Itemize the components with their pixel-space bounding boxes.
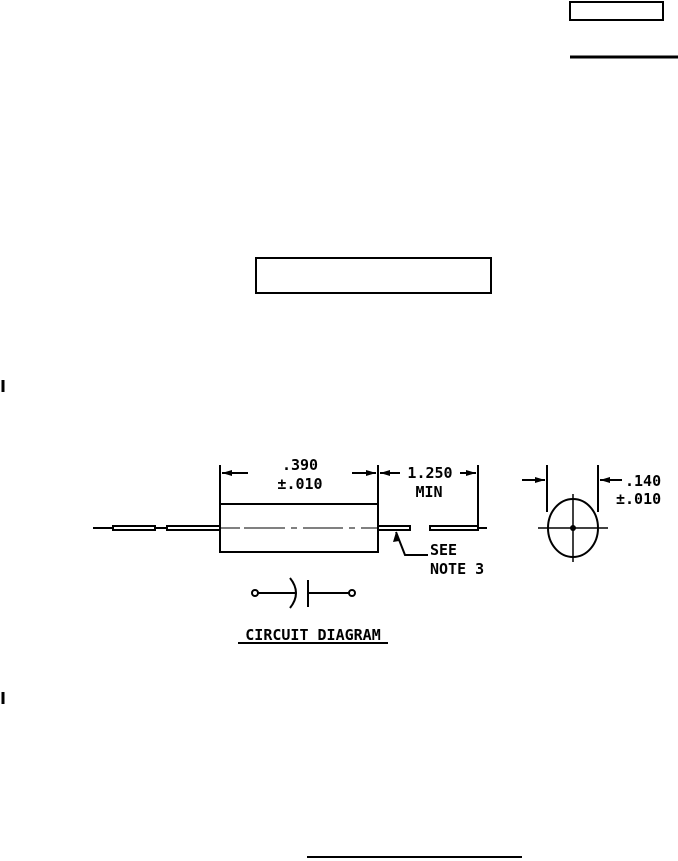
body-length-tolerance: ±.010 <box>277 475 322 493</box>
capacitor-outline-drawing <box>93 465 622 644</box>
lead-length-qualifier: MIN <box>415 483 442 501</box>
arrowheads <box>222 470 610 542</box>
body-length-dimension: .390 <box>282 456 318 474</box>
diameter-dimension: .140 <box>625 472 661 490</box>
header-box <box>569 1 664 21</box>
lead-length-dimension: 1.250 <box>407 464 452 482</box>
note-reference-line2: NOTE 3 <box>430 560 484 578</box>
circuit-diagram-label: CIRCUIT DIAGRAM <box>245 626 380 644</box>
note-reference-line1: SEE <box>430 541 457 559</box>
title-box <box>255 257 492 294</box>
diameter-tolerance: ±.010 <box>616 490 661 508</box>
